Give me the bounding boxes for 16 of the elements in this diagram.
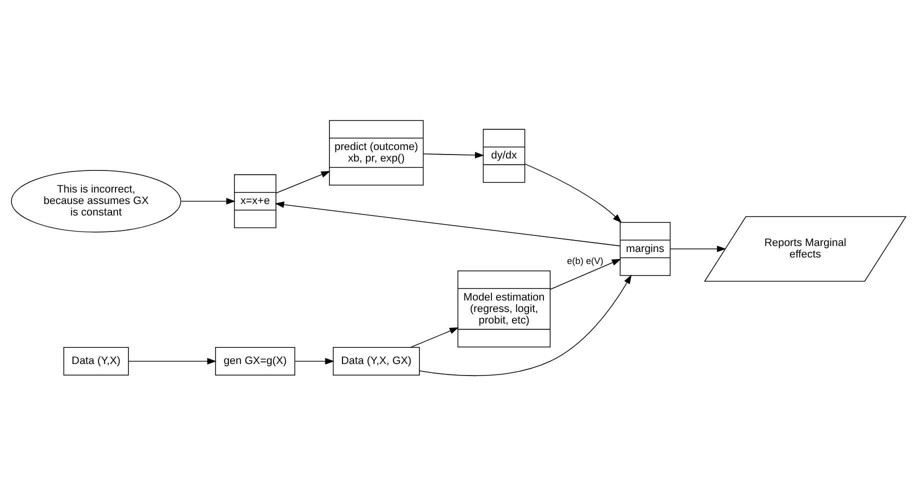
arrow <box>422 152 484 158</box>
arrow <box>294 358 334 364</box>
arrow <box>670 246 726 252</box>
node-ellipse: This is incorrect, because assumes GX is constant <box>10 170 182 232</box>
node-box: Data (Y,X, GX) <box>332 347 420 376</box>
arrow <box>274 201 620 246</box>
node-box: gen GX=g(X) <box>215 347 296 376</box>
arrow <box>419 274 632 376</box>
edge-label: e(b) e(V) <box>566 256 604 266</box>
arrow <box>180 198 236 204</box>
arrow <box>276 171 330 194</box>
arrow <box>550 258 622 290</box>
node-box: Data (Y,X) <box>63 347 129 376</box>
arrow <box>410 327 459 348</box>
arrow <box>128 358 216 364</box>
arrow <box>524 164 622 224</box>
